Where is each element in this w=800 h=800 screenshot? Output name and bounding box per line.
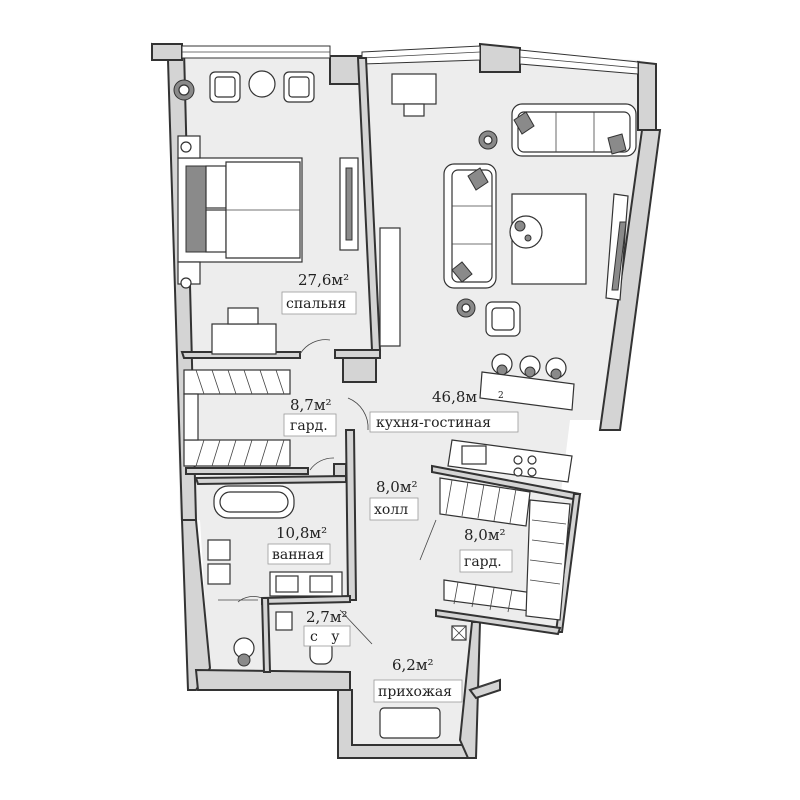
closet2-furniture — [419, 477, 571, 621]
closet2-name: гард. — [464, 554, 502, 570]
living-furniture — [379, 73, 637, 483]
wc-name: с у — [310, 629, 340, 645]
living-name: кухня-гостиная — [376, 415, 491, 431]
label-hall: 8,0м² холл — [369, 478, 419, 521]
entry-furniture — [379, 625, 495, 739]
label-wc: 2,7м² с у — [303, 608, 351, 647]
closet2-area: 8,0м² — [464, 526, 506, 544]
bedroom-area: 27,6м² — [298, 271, 349, 289]
label-entry: 6,2м² прихожая — [373, 656, 463, 703]
bedroom-furniture — [173, 70, 359, 355]
closet1-furniture — [183, 369, 291, 467]
label-closet1: 8,7м² гард. — [283, 396, 337, 437]
hall-area: 8,0м² — [376, 478, 418, 496]
bathroom-furniture — [207, 485, 343, 667]
windows — [181, 45, 639, 75]
bedroom-name: спальня — [286, 296, 346, 312]
living-area-sup: 2 — [498, 391, 504, 401]
closet1-area: 8,7м² — [290, 396, 332, 414]
living-area: 46,8м — [432, 388, 477, 406]
bathroom-name: ванная — [272, 547, 324, 563]
entry-area: 6,2м² — [392, 656, 434, 674]
wc-area: 2,7м² — [306, 608, 348, 626]
closet1-name: гард. — [290, 418, 328, 434]
entry-name: прихожая — [378, 684, 452, 700]
label-closet2: 8,0м² гард. — [459, 526, 513, 573]
door-swings — [237, 339, 369, 603]
hall-name: холл — [374, 502, 408, 518]
label-bathroom: 10,8м² ванная — [267, 524, 331, 565]
label-bedroom: 27,6м² спальня — [281, 271, 357, 315]
label-living: 46,8м 2 кухня-гостиная — [369, 388, 519, 433]
bathroom-area: 10,8м² — [276, 524, 327, 542]
